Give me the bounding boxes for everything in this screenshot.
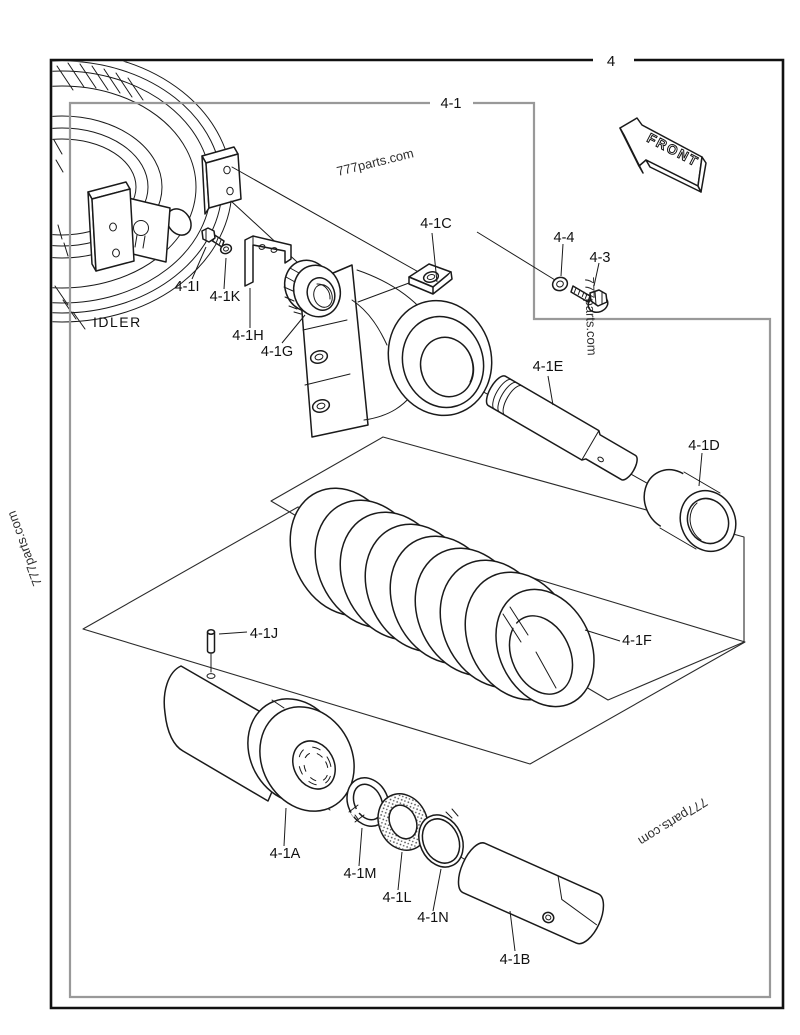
part-label-4-1B: 4-1B (500, 952, 531, 968)
bolt-4-3 (570, 285, 609, 314)
part-label-4-1K: 4-1K (210, 289, 241, 305)
group-box-label: 4-1 (441, 96, 462, 112)
idler-caption: IDLER (93, 314, 142, 330)
bushing-4-1D (643, 468, 737, 553)
yoke-4-1C (299, 263, 493, 438)
cylinder-4-1A (163, 665, 355, 812)
lower-plane (82, 506, 746, 765)
washer-4-1K (219, 243, 233, 255)
page-number: 4 (607, 53, 615, 70)
rod-4-1B (457, 842, 605, 945)
bolt-4-1I (201, 227, 225, 248)
part-label-4-1H: 4-1H (232, 328, 263, 344)
washer-4-4 (551, 276, 569, 292)
part-label-4-1D: 4-1D (688, 438, 719, 454)
part-label-4-1M: 4-1M (343, 866, 376, 882)
pin-4-1J (206, 629, 216, 679)
page-border (49, 58, 785, 1010)
part-label-4-1G: 4-1G (261, 344, 293, 360)
part-label-4-4: 4-4 (554, 230, 575, 246)
group-box-4-1 (68, 101, 772, 999)
bracket-4-1H (244, 235, 292, 287)
part-label-4-1E: 4-1E (533, 359, 564, 375)
leader-lines (191, 231, 703, 952)
part-label-4-1A: 4-1A (270, 846, 301, 862)
part-label-4-1I: 4-1I (175, 279, 200, 295)
wheel-hole (166, 208, 192, 236)
part-label-4-1J: 4-1J (250, 626, 278, 642)
ring-4-1L (377, 793, 429, 851)
shaft-4-1E (485, 375, 638, 481)
part-labels: 4-1I 4-1K 4-1H4-1G 4-1C 4-4 4-3 4-1E 4-1D 4-1F 4-… (175, 216, 720, 968)
part-label-4-1N: 4-1N (417, 910, 448, 926)
part-label-4-1F: 4-1F (622, 633, 652, 649)
spring-4-1F (289, 487, 595, 708)
part-label-4-3: 4-3 (590, 250, 611, 266)
part-label-4-1C: 4-1C (420, 216, 451, 232)
lower-block (87, 181, 135, 272)
nut-4-1G (283, 259, 342, 318)
part-label-4-1L: 4-1L (382, 890, 411, 906)
ring-4-1N (418, 808, 464, 868)
watermark-3: 777parts.com (582, 277, 600, 356)
